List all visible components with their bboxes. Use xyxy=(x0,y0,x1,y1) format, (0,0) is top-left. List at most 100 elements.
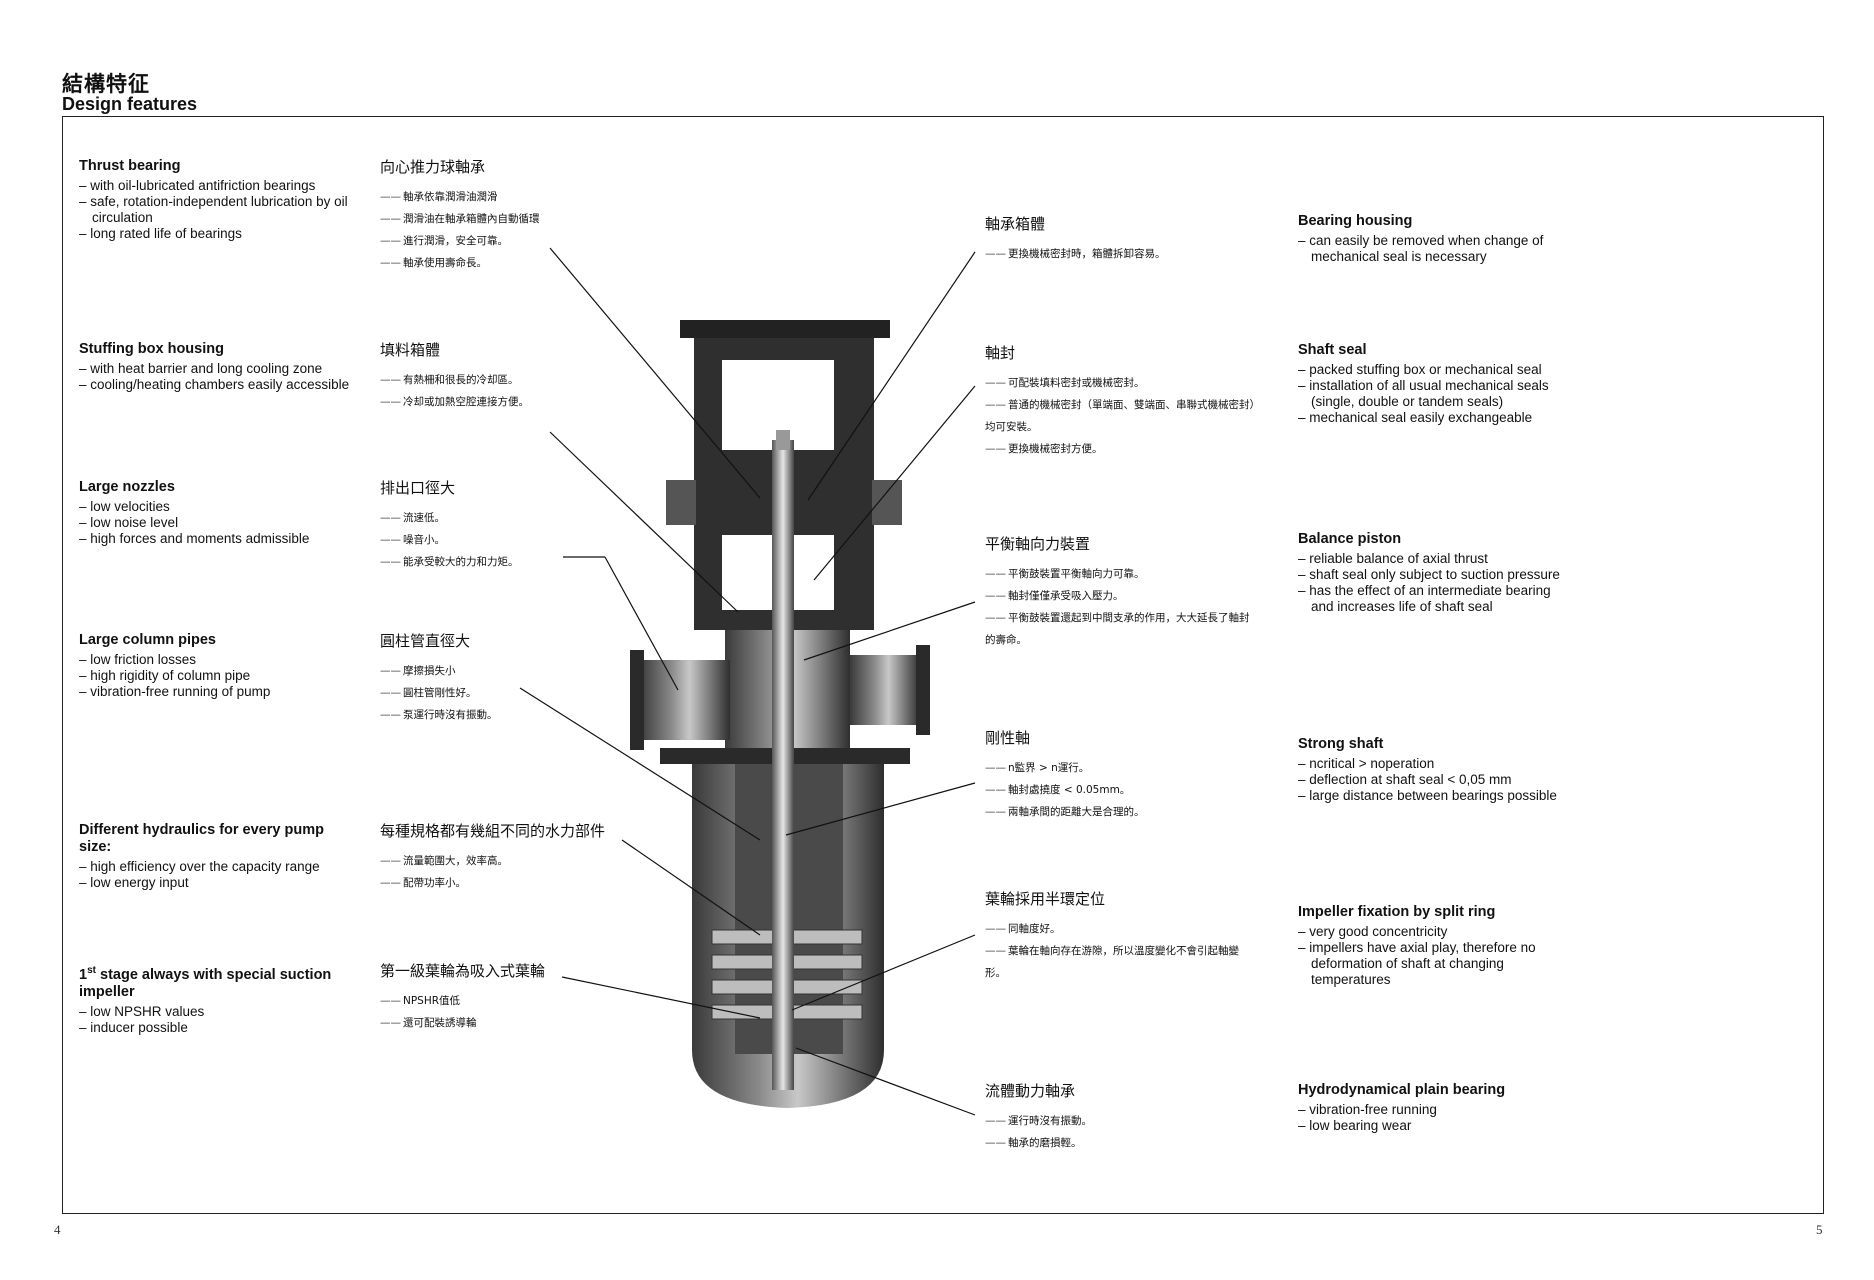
feature-item: long rated life of bearings xyxy=(79,226,379,242)
feature-heading-text: stage always with special suction impell… xyxy=(79,966,332,1000)
feature-item: impellers have axial play, therefore no … xyxy=(1298,940,1568,988)
feature-thrust-bearing-zh: 向心推力球軸承 軸承依靠潤滑油潤滑 潤滑油在軸承箱體內自動循環 進行潤滑，安全可… xyxy=(380,158,680,274)
feature-item-zh: 兩軸承間的距離大是合理的。 xyxy=(985,801,1255,823)
feature-item: shaft seal only subject to suction press… xyxy=(1298,567,1568,583)
feature-item: cooling/heating chambers easily accessib… xyxy=(79,377,379,393)
page-number-right: 5 xyxy=(1816,1222,1823,1237)
feature-strong-shaft-zh: 剛性軸 n監界 > n運行。 軸封處撓度 < 0.05mm。 兩軸承間的距離大是… xyxy=(985,729,1255,823)
feature-item-zh: n監界 > n運行。 xyxy=(985,757,1255,779)
feature-item: installation of all usual mechanical sea… xyxy=(1298,378,1568,410)
feature-item: ncritical > noperation xyxy=(1298,756,1568,772)
feature-balance-piston-en: Balance piston reliable balance of axial… xyxy=(1298,531,1568,615)
feature-heading-zh: 排出口徑大 xyxy=(380,479,456,497)
feature-item: safe, rotation-independent lubrication b… xyxy=(79,194,379,226)
feature-large-nozzles-en: Large nozzles low velocities low noise l… xyxy=(79,479,379,547)
feature-heading: 1st stage always with special suction im… xyxy=(79,962,379,1001)
feature-heading: Large nozzles xyxy=(79,479,175,495)
feature-item: deflection at shaft seal < 0,05 mm xyxy=(1298,772,1568,788)
feature-impeller-fixation-en: Impeller fixation by split ring very goo… xyxy=(1298,904,1568,988)
feature-heading: Balance piston xyxy=(1298,531,1402,547)
feature-item-zh: 平衡鼓裝置還起到中間支承的作用，大大延長了軸封的壽命。 xyxy=(985,607,1255,651)
feature-item-zh: 葉輪在軸向存在游隙，所以溫度變化不會引起軸變形。 xyxy=(985,940,1255,984)
feature-item-zh: 軸承使用壽命長。 xyxy=(380,252,680,274)
feature-heading-zh: 第一級葉輪為吸入式葉輪 xyxy=(380,962,546,980)
feature-item-zh: 軸承的磨損輕。 xyxy=(985,1132,1255,1154)
feature-heading-zh: 每種規格都有幾組不同的水力部件 xyxy=(380,822,606,840)
feature-first-stage-en: 1st stage always with special suction im… xyxy=(79,962,379,1036)
feature-heading: Strong shaft xyxy=(1298,736,1384,752)
feature-item-zh: 軸承依靠潤滑油潤滑 xyxy=(380,186,680,208)
feature-item-zh: 更換機械密封時，箱體拆卸容易。 xyxy=(985,243,1255,265)
feature-stuffing-box-zh: 填料箱體 有熱柵和很長的冷却區。 冷却或加熱空腔連接方便。 xyxy=(380,341,680,413)
feature-item-zh: 流速低。 xyxy=(380,507,680,529)
feature-item-zh: 摩擦損失小 xyxy=(380,660,680,682)
feature-heading: Thrust bearing xyxy=(79,158,181,174)
feature-impeller-fixation-zh: 葉輪採用半環定位 同軸度好。 葉輪在軸向存在游隙，所以溫度變化不會引起軸變形。 xyxy=(985,890,1255,984)
feature-item-zh: 流量範圍大，效率高。 xyxy=(380,850,700,872)
feature-heading-zh: 剛性軸 xyxy=(985,729,1031,747)
feature-stuffing-box-en: Stuffing box housing with heat barrier a… xyxy=(79,341,379,393)
feature-item-zh: 有熱柵和很長的冷却區。 xyxy=(380,369,680,391)
feature-heading: Large column pipes xyxy=(79,632,216,648)
feature-heading: Bearing housing xyxy=(1298,213,1413,229)
feature-hydraulics-en: Different hydraulics for every pump size… xyxy=(79,822,359,891)
feature-heading: Hydrodynamical plain bearing xyxy=(1298,1082,1506,1098)
feature-item: has the effect of an intermediate bearin… xyxy=(1298,583,1568,615)
feature-item-zh: 可配裝填料密封或機械密封。 xyxy=(985,372,1255,394)
page-title-chinese: 結構特征 xyxy=(62,72,150,96)
feature-heading: Stuffing box housing xyxy=(79,341,224,357)
page-title: Design features xyxy=(62,94,198,114)
feature-item: high rigidity of column pipe xyxy=(79,668,379,684)
feature-column-pipes-zh: 圓柱管直徑大 摩擦損失小 圓柱管剛性好。 泵運行時沒有振動。 xyxy=(380,632,680,726)
feature-item-zh: 同軸度好。 xyxy=(985,918,1255,940)
feature-thrust-bearing-en: Thrust bearing with oil-lubricated antif… xyxy=(79,158,379,242)
feature-column-pipes-en: Large column pipes low friction losses h… xyxy=(79,632,379,700)
feature-heading-zh: 圓柱管直徑大 xyxy=(380,632,471,650)
feature-large-nozzles-zh: 排出口徑大 流速低。 噪音小。 能承受較大的力和力矩。 xyxy=(380,479,680,573)
feature-heading-zh: 平衡軸向力裝置 xyxy=(985,535,1091,553)
feature-first-stage-zh: 第一級葉輪為吸入式葉輪 NPSHR值低 還可配裝誘導輪 xyxy=(380,962,680,1034)
feature-item: low bearing wear xyxy=(1298,1118,1568,1134)
feature-heading-zh: 填料箱體 xyxy=(380,341,441,359)
feature-item-zh: 配帶功率小。 xyxy=(380,872,700,894)
page-number-left: 4 xyxy=(54,1222,61,1237)
feature-item: inducer possible xyxy=(79,1020,379,1036)
feature-item-zh: 普通的機械密封（單端面、雙端面、串聯式機械密封）均可安裝。 xyxy=(985,394,1255,438)
feature-item-zh: 噪音小。 xyxy=(380,529,680,551)
feature-item-zh: 軸封僅僅承受吸入壓力。 xyxy=(985,585,1255,607)
feature-strong-shaft-en: Strong shaft ncritical > noperation defl… xyxy=(1298,736,1568,804)
feature-item: low NPSHR values xyxy=(79,1004,379,1020)
feature-heading-zh: 軸承箱體 xyxy=(985,215,1046,233)
feature-balance-piston-zh: 平衡軸向力裝置 平衡鼓裝置平衡軸向力可靠。 軸封僅僅承受吸入壓力。 平衡鼓裝置還… xyxy=(985,535,1255,651)
feature-item: can easily be removed when change of mec… xyxy=(1298,233,1568,265)
feature-bearing-housing-en: Bearing housing can easily be removed wh… xyxy=(1298,213,1568,265)
feature-shaft-seal-en: Shaft seal packed stuffing box or mechan… xyxy=(1298,342,1568,426)
feature-item-zh: 運行時沒有振動。 xyxy=(985,1110,1255,1132)
feature-item: large distance between bearings possible xyxy=(1298,788,1568,804)
feature-item-zh: 進行潤滑，安全可靠。 xyxy=(380,230,680,252)
feature-heading: Shaft seal xyxy=(1298,342,1367,358)
feature-item-zh: 還可配裝誘導輪 xyxy=(380,1012,680,1034)
feature-item: vibration-free running xyxy=(1298,1102,1568,1118)
feature-item: with heat barrier and long cooling zone xyxy=(79,361,379,377)
feature-item-zh: 圓柱管剛性好。 xyxy=(380,682,680,704)
feature-item: low velocities xyxy=(79,499,379,515)
feature-heading: Different hydraulics for every pump size… xyxy=(79,822,324,855)
feature-item-zh: 能承受較大的力和力矩。 xyxy=(380,551,680,573)
feature-item: packed stuffing box or mechanical seal xyxy=(1298,362,1568,378)
feature-item-zh: 更換機械密封方便。 xyxy=(985,438,1255,460)
feature-item-zh: 冷却或加熱空腔連接方便。 xyxy=(380,391,680,413)
feature-item: vibration-free running of pump xyxy=(79,684,379,700)
ordinal-number: 1 xyxy=(79,966,88,983)
feature-item: very good concentricity xyxy=(1298,924,1568,940)
ordinal-suffix: st xyxy=(87,965,96,976)
feature-item-zh: 泵運行時沒有振動。 xyxy=(380,704,680,726)
feature-item-zh: 潤滑油在軸承箱體內自動循環 xyxy=(380,208,680,230)
feature-heading-zh: 向心推力球軸承 xyxy=(380,158,486,176)
feature-item-zh: NPSHR值低 xyxy=(380,990,680,1012)
feature-item: mechanical seal easily exchangeable xyxy=(1298,410,1568,426)
feature-item: reliable balance of axial thrust xyxy=(1298,551,1568,567)
feature-item-zh: 平衡鼓裝置平衡軸向力可靠。 xyxy=(985,563,1255,585)
feature-heading-zh: 流體動力軸承 xyxy=(985,1082,1076,1100)
